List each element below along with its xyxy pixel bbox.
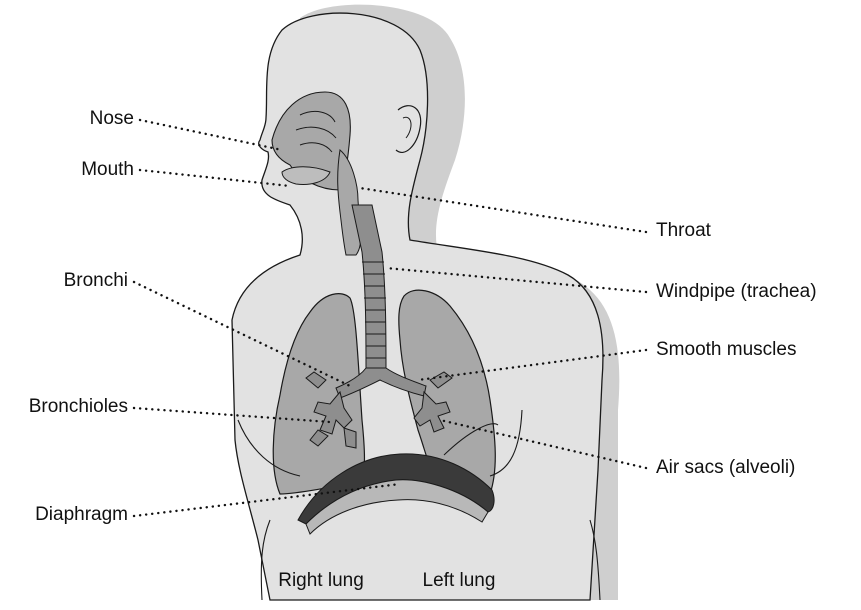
label-bronchioles: Bronchioles — [4, 396, 128, 418]
label-throat: Throat — [656, 220, 711, 242]
label-bronchi: Bronchi — [40, 270, 128, 292]
label-windpipe: Windpipe (trachea) — [656, 281, 817, 303]
label-mouth: Mouth — [60, 159, 134, 181]
label-smooth-muscles: Smooth muscles — [656, 339, 796, 361]
label-left-lung: Left lung — [404, 570, 514, 592]
label-nose: Nose — [70, 108, 134, 130]
label-diaphragm: Diaphragm — [4, 504, 128, 526]
label-air-sacs: Air sacs (alveoli) — [656, 457, 795, 479]
label-right-lung: Right lung — [262, 570, 380, 592]
